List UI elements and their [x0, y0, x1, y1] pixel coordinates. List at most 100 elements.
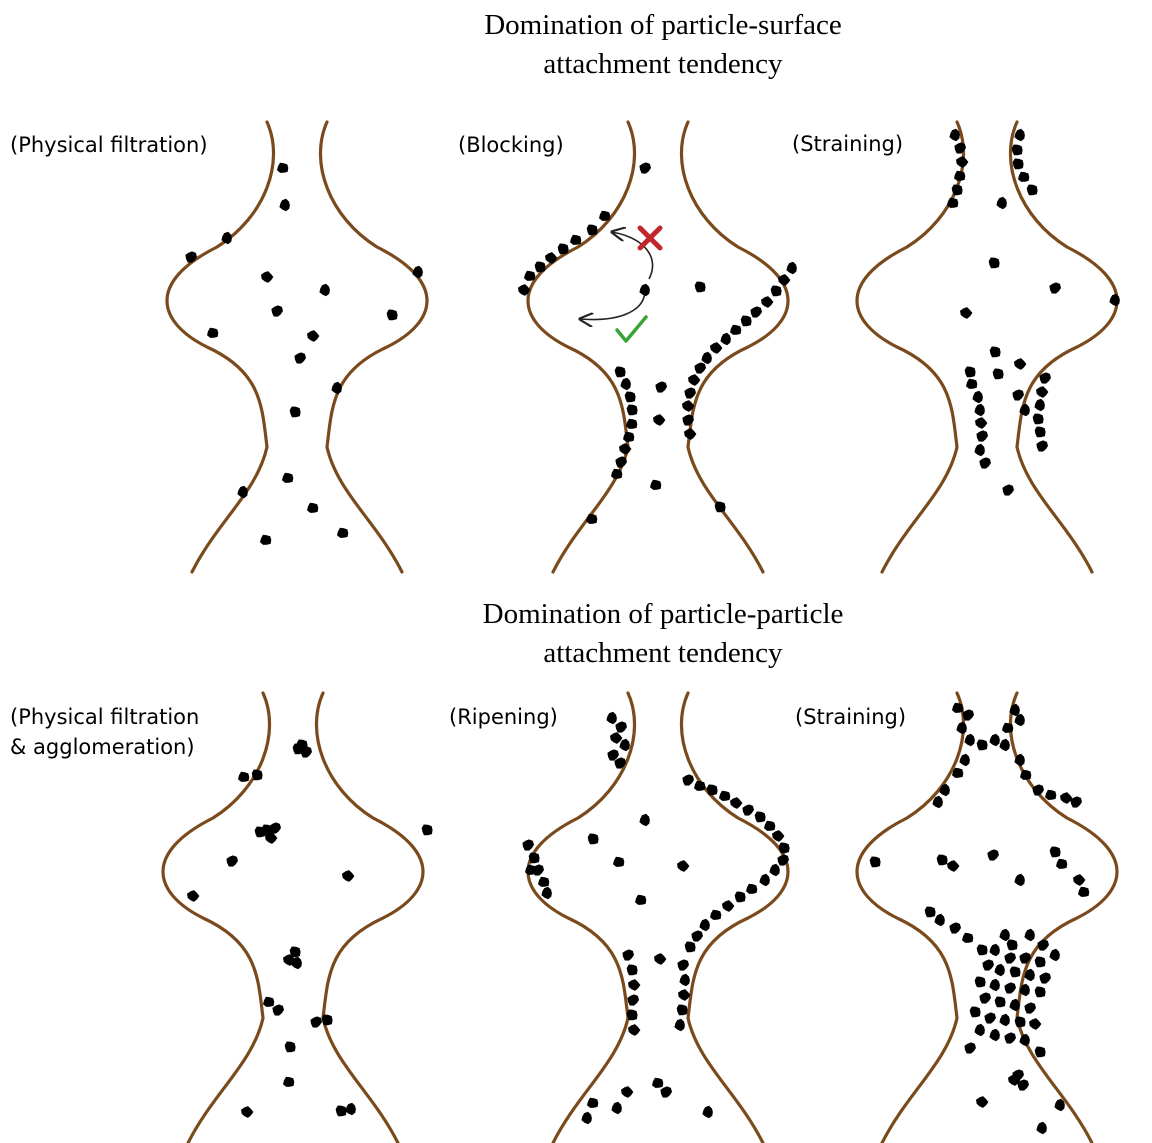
particle	[1002, 723, 1013, 733]
particle	[297, 740, 308, 751]
particle	[615, 367, 626, 378]
heading-bottom-line2: attachment tendency	[543, 637, 783, 669]
particle	[599, 211, 610, 221]
particle	[1010, 967, 1021, 978]
particle	[1035, 427, 1046, 438]
particle	[966, 379, 977, 389]
particle	[620, 378, 631, 391]
pore-wall-right-particle-physical-filtration-agglomeration	[316, 693, 423, 1143]
particle	[742, 804, 754, 815]
particle	[1035, 957, 1046, 968]
particle	[1004, 1032, 1016, 1043]
particle	[1027, 185, 1038, 196]
particle	[720, 333, 731, 346]
particle	[949, 922, 961, 933]
particle	[1109, 294, 1120, 307]
pore-wall-right-surface-blocking	[681, 122, 788, 572]
particle	[1014, 874, 1025, 887]
particle	[1004, 982, 1016, 993]
panel-label-physical-filtration-agglomeration-2: & agglomeration)	[10, 735, 195, 759]
particle	[627, 1010, 638, 1021]
particle	[974, 1024, 985, 1037]
panel-label-physical-filtration: (Physical filtration)	[10, 133, 208, 157]
particle	[937, 855, 948, 866]
particle	[345, 1103, 356, 1116]
particle	[982, 959, 994, 970]
particle	[769, 864, 780, 877]
particle	[1036, 440, 1048, 451]
particle	[679, 974, 690, 987]
particle	[1034, 399, 1045, 412]
particle	[771, 286, 782, 297]
particle	[639, 162, 651, 173]
particle	[1024, 929, 1035, 942]
particle	[290, 407, 301, 418]
particle	[310, 1016, 322, 1027]
particle	[1056, 859, 1067, 869]
particle	[996, 197, 1007, 210]
particle	[627, 965, 638, 976]
particle	[277, 163, 288, 173]
particle	[956, 156, 968, 168]
particle	[1035, 1047, 1046, 1058]
particle	[956, 722, 967, 735]
particle	[535, 262, 546, 273]
particles	[185, 129, 1120, 1135]
particle	[611, 1102, 622, 1115]
particle	[949, 129, 960, 142]
particle	[610, 732, 622, 744]
particle	[524, 271, 535, 281]
particle	[699, 919, 710, 932]
particle	[977, 945, 988, 956]
particle	[976, 430, 988, 441]
particle	[207, 328, 218, 338]
heading-bottom-line1: Domination of particle-particle	[483, 598, 844, 630]
particle	[337, 528, 348, 538]
particle	[682, 774, 694, 785]
particle	[282, 473, 293, 483]
particle	[307, 330, 319, 342]
particle	[639, 284, 650, 297]
particle	[960, 307, 972, 319]
particle	[1060, 792, 1072, 804]
particle	[976, 1096, 988, 1108]
particle	[989, 1029, 1000, 1042]
particle	[525, 865, 536, 875]
particle	[613, 857, 624, 867]
particle	[685, 942, 696, 953]
particle	[1024, 1002, 1036, 1013]
particle	[1050, 847, 1061, 858]
particle	[979, 457, 991, 468]
pore-wall-left-surface-blocking	[528, 122, 635, 572]
particle	[260, 535, 271, 545]
pore-walls	[163, 122, 1117, 1143]
particle	[1029, 1018, 1041, 1030]
particle	[627, 405, 638, 416]
particle	[694, 781, 705, 791]
heading-top-line2: attachment tendency	[543, 48, 783, 80]
particle	[319, 284, 330, 297]
particle	[412, 266, 423, 279]
particle	[989, 258, 1000, 269]
particle	[974, 404, 985, 417]
particle	[715, 502, 726, 513]
particle	[1032, 784, 1044, 795]
particle	[750, 306, 762, 317]
pore-wall-right-particle-ripening	[681, 693, 788, 1143]
particle	[710, 342, 722, 354]
particle	[652, 1078, 663, 1088]
particle	[999, 739, 1010, 752]
particle	[1004, 952, 1016, 963]
particle	[263, 997, 274, 1007]
particle	[1036, 1122, 1047, 1135]
particle	[587, 225, 598, 236]
particle	[934, 914, 945, 927]
particle	[615, 456, 627, 467]
particle	[1002, 484, 1014, 495]
particle	[522, 839, 534, 850]
particle	[677, 860, 689, 872]
particle	[655, 381, 667, 392]
particle	[947, 860, 959, 872]
particle	[779, 843, 790, 854]
